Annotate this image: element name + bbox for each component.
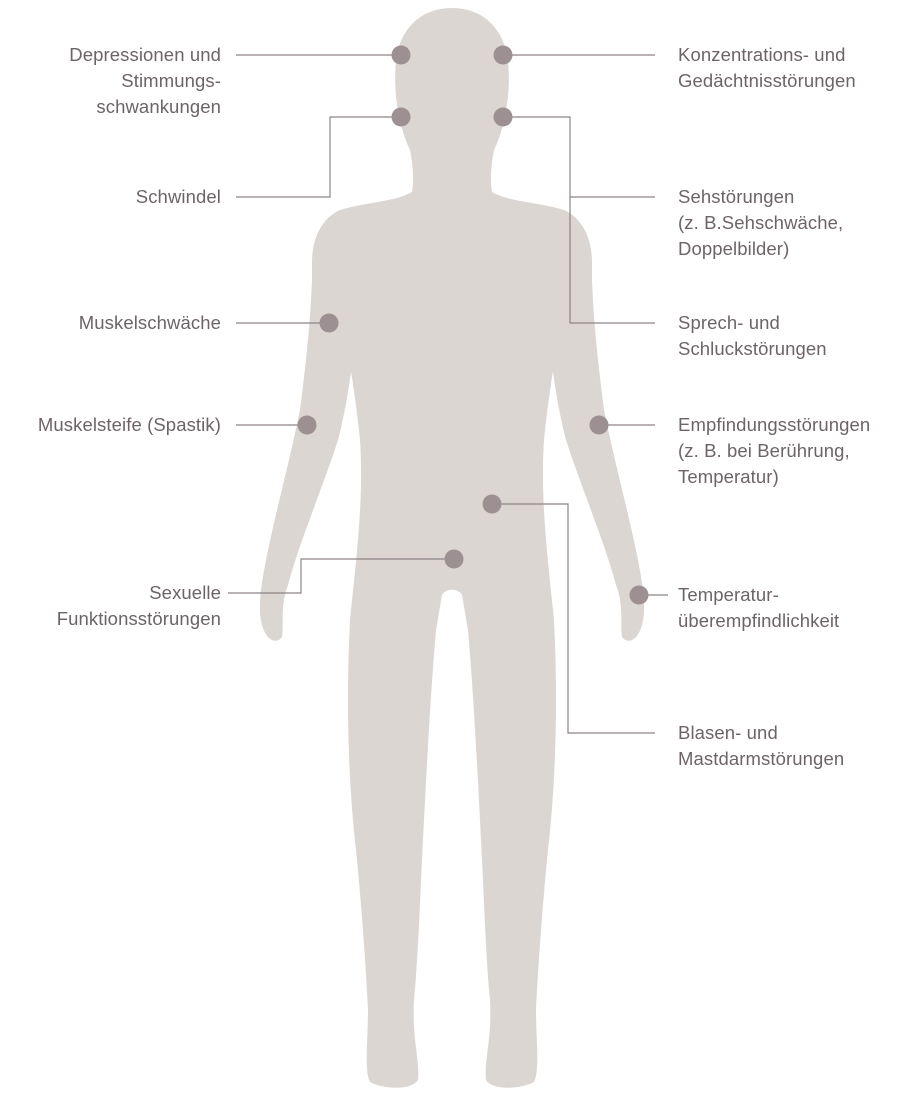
label-sexual: Sexuelle Funktionsstörungen: [57, 580, 221, 632]
dot-depression: [392, 46, 411, 65]
connector-dizziness: [236, 117, 401, 197]
label-line: Muskelschwäche: [79, 310, 221, 336]
label-line: Schwindel: [136, 184, 221, 210]
dot-temperature: [630, 586, 649, 605]
label-muscle-weakness: Muskelschwäche: [79, 310, 221, 336]
label-line: Temperatur-: [678, 582, 839, 608]
label-line: Funktionsstörungen: [57, 606, 221, 632]
dot-vision: [494, 108, 513, 127]
human-body-silhouette: [260, 8, 644, 1088]
label-line: Doppelbilder): [678, 236, 843, 262]
label-spasticity: Muskelsteife (Spastik): [38, 412, 221, 438]
label-temperature: Temperatur- überempfindlichkeit: [678, 582, 839, 634]
dot-sexual: [445, 550, 464, 569]
dot-dizziness: [392, 108, 411, 127]
label-sensation: Empfindungsstörungen (z. B. bei Berührun…: [678, 412, 870, 490]
label-line: Stimmungs-: [69, 68, 221, 94]
label-line: Sehstörungen: [678, 184, 843, 210]
dot-spasticity: [298, 416, 317, 435]
dot-sensation: [590, 416, 609, 435]
dot-concentration: [494, 46, 513, 65]
label-concentration: Konzentrations- und Gedächtnisstörungen: [678, 42, 856, 94]
label-line: Schluckstörungen: [678, 336, 827, 362]
label-line: Sprech- und: [678, 310, 827, 336]
label-line: schwankungen: [69, 94, 221, 120]
label-speech: Sprech- und Schluckstörungen: [678, 310, 827, 362]
label-line: Blasen- und: [678, 720, 844, 746]
label-line: Mastdarmstörungen: [678, 746, 844, 772]
label-line: (z. B.Sehschwäche,: [678, 210, 843, 236]
label-depression: Depressionen und Stimmungs- schwankungen: [69, 42, 221, 120]
dot-muscle-weakness: [320, 314, 339, 333]
label-line: Konzentrations- und: [678, 42, 856, 68]
head-neck-torso-legs: [312, 8, 592, 1088]
label-vision: Sehstörungen (z. B.Sehschwäche, Doppelbi…: [678, 184, 843, 262]
label-line: Empfindungsstörungen: [678, 412, 870, 438]
label-line: überempfindlichkeit: [678, 608, 839, 634]
label-line: Muskelsteife (Spastik): [38, 412, 221, 438]
label-line: Temperatur): [678, 464, 870, 490]
dot-bladder: [483, 495, 502, 514]
connector-vision: [503, 117, 655, 197]
label-bladder: Blasen- und Mastdarmstörungen: [678, 720, 844, 772]
label-line: Gedächtnisstörungen: [678, 68, 856, 94]
label-line: Depressionen und: [69, 42, 221, 68]
label-dizziness: Schwindel: [136, 184, 221, 210]
label-line: (z. B. bei Berührung,: [678, 438, 870, 464]
label-line: Sexuelle: [57, 580, 221, 606]
